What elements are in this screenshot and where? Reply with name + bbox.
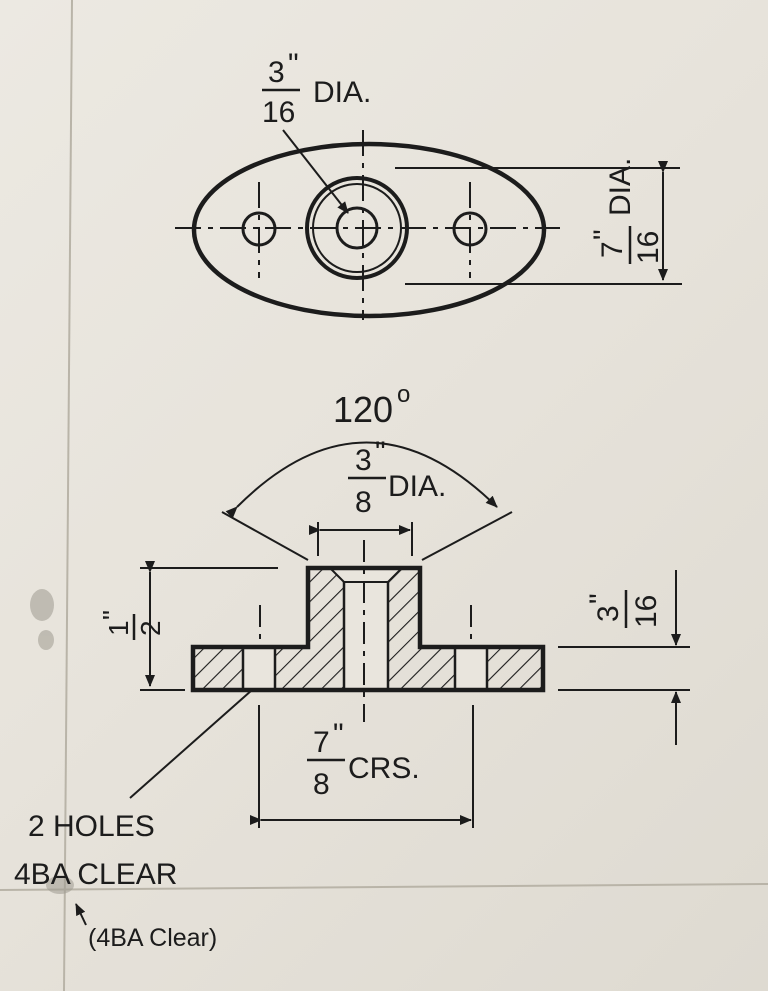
boss-dia-dimension — [309, 522, 413, 556]
flange-thk-den: 16 — [630, 595, 663, 628]
height-dimension — [140, 561, 278, 691]
handwritten-annotation: (4BA Clear) — [88, 924, 217, 952]
section-centre-lines — [259, 540, 472, 722]
holes-leader — [129, 689, 253, 799]
bore-dia-num: 3 — [268, 56, 285, 89]
bore-dia-mark: " — [288, 48, 299, 81]
height-num: 1 — [103, 620, 134, 636]
bore-leader — [282, 129, 349, 214]
angle-label: 120 o — [333, 381, 410, 430]
boss-dia-num: 3 — [355, 444, 372, 477]
bore-dia-suffix: DIA. — [313, 76, 371, 109]
plan-centre-lines — [175, 130, 560, 320]
boss-dia-mark: " — [375, 436, 386, 469]
flange-thk-mark: " — [584, 593, 617, 604]
centres-num: 7 — [313, 726, 330, 759]
bore-dia-den: 16 — [262, 96, 295, 129]
flange-thk-num: 3 — [592, 605, 625, 622]
holes-note-line1: 2 HOLES — [28, 810, 155, 843]
angle-value: 120 — [333, 389, 393, 430]
right-hole-void — [455, 647, 487, 690]
centres-label: 7 " 8 CRS. — [307, 718, 420, 801]
bore-dia-label: 3 " 16 DIA. — [262, 48, 371, 129]
plan-view — [175, 129, 682, 320]
centres-mark: " — [333, 718, 344, 751]
centres-dimension — [250, 705, 474, 828]
flange-width-num: 7 — [596, 241, 629, 258]
section-view — [75, 441, 690, 926]
angle-degree: o — [397, 381, 410, 408]
flange-thickness-label: 3 " 16 — [584, 590, 663, 628]
bore-void — [344, 580, 388, 690]
flange-width-label: 7 " 16 DIA. — [588, 158, 665, 264]
paper-stains — [30, 589, 74, 894]
flange-width-suffix: DIA. — [604, 158, 637, 216]
centres-suffix: CRS. — [348, 752, 420, 785]
left-hole-void — [243, 647, 275, 690]
flange-outline — [191, 141, 547, 319]
countersink-angle-dimension — [221, 441, 513, 561]
boss-dia-den: 8 — [355, 486, 372, 519]
annotation-arrow — [75, 903, 87, 926]
centres-den: 8 — [313, 768, 330, 801]
section-outline — [190, 565, 546, 693]
flange-thickness-dimension — [558, 570, 690, 745]
height-mark: " — [97, 610, 128, 620]
holes-note-line2: 4BA CLEAR — [14, 858, 177, 891]
flange-width-den: 16 — [632, 231, 665, 264]
flange-width-mark: " — [588, 229, 621, 240]
height-den: 2 — [135, 620, 166, 636]
height-label: 1 " 2 — [97, 610, 166, 640]
boss-dia-suffix: DIA. — [388, 470, 446, 503]
boss-dia-label: 3 " 8 DIA. — [348, 436, 446, 519]
